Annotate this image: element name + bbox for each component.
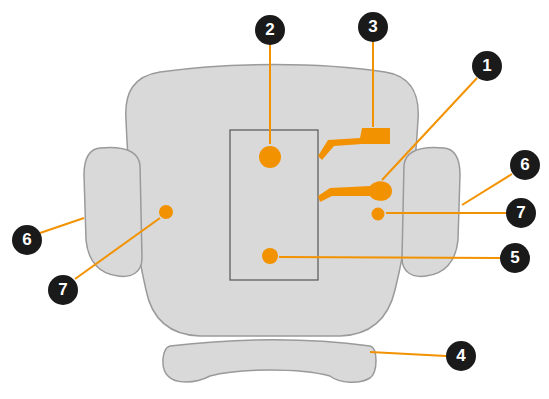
armrest-left: [84, 148, 142, 277]
seat-back: [126, 65, 418, 337]
control-button: [372, 208, 385, 221]
lever: [318, 128, 390, 160]
lever: [318, 181, 392, 202]
callout-number: 6: [12, 225, 42, 255]
callout-number: 1: [472, 51, 502, 81]
callout-number: 7: [506, 198, 536, 228]
lumbar-pad: [163, 340, 376, 382]
callout-number: 7: [48, 275, 78, 305]
callout-number: 4: [446, 341, 476, 371]
control-knob: [262, 248, 278, 264]
callout-number: 6: [510, 150, 540, 180]
callout-number: 2: [255, 15, 285, 45]
callout-discs: [12, 12, 540, 371]
callout-number: 5: [500, 243, 530, 273]
leader-lines: [40, 42, 512, 356]
control-button: [159, 205, 173, 219]
control-knob: [259, 146, 281, 168]
callout-number: 3: [358, 12, 388, 42]
